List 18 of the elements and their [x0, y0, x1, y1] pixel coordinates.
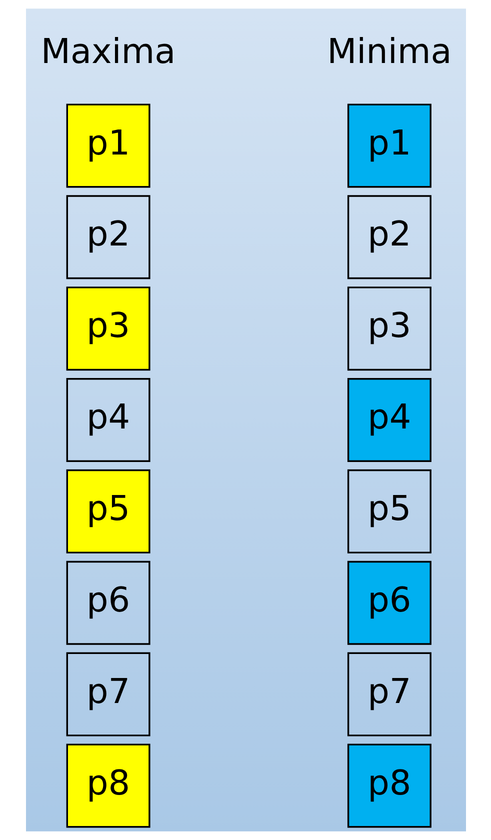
node-box: p8 [346, 744, 431, 828]
node-box: p3 [66, 286, 150, 371]
node-box: p2 [66, 195, 150, 280]
label: Maxima [40, 32, 176, 72]
node-box: p6 [346, 560, 431, 645]
node-box: p1 [66, 104, 150, 188]
node-box: p5 [66, 469, 150, 554]
node-box: p1 [346, 104, 431, 188]
label: Minima [326, 32, 452, 72]
node-box: p4 [346, 378, 431, 462]
node-box: p8 [66, 744, 150, 828]
node-box: p4 [66, 378, 150, 462]
node-box: p5 [346, 469, 431, 554]
node-box: p3 [346, 286, 431, 371]
node-box: p2 [346, 195, 431, 280]
node-box: p7 [66, 652, 150, 736]
node-box: p6 [66, 560, 150, 645]
node-box: p7 [346, 652, 431, 736]
